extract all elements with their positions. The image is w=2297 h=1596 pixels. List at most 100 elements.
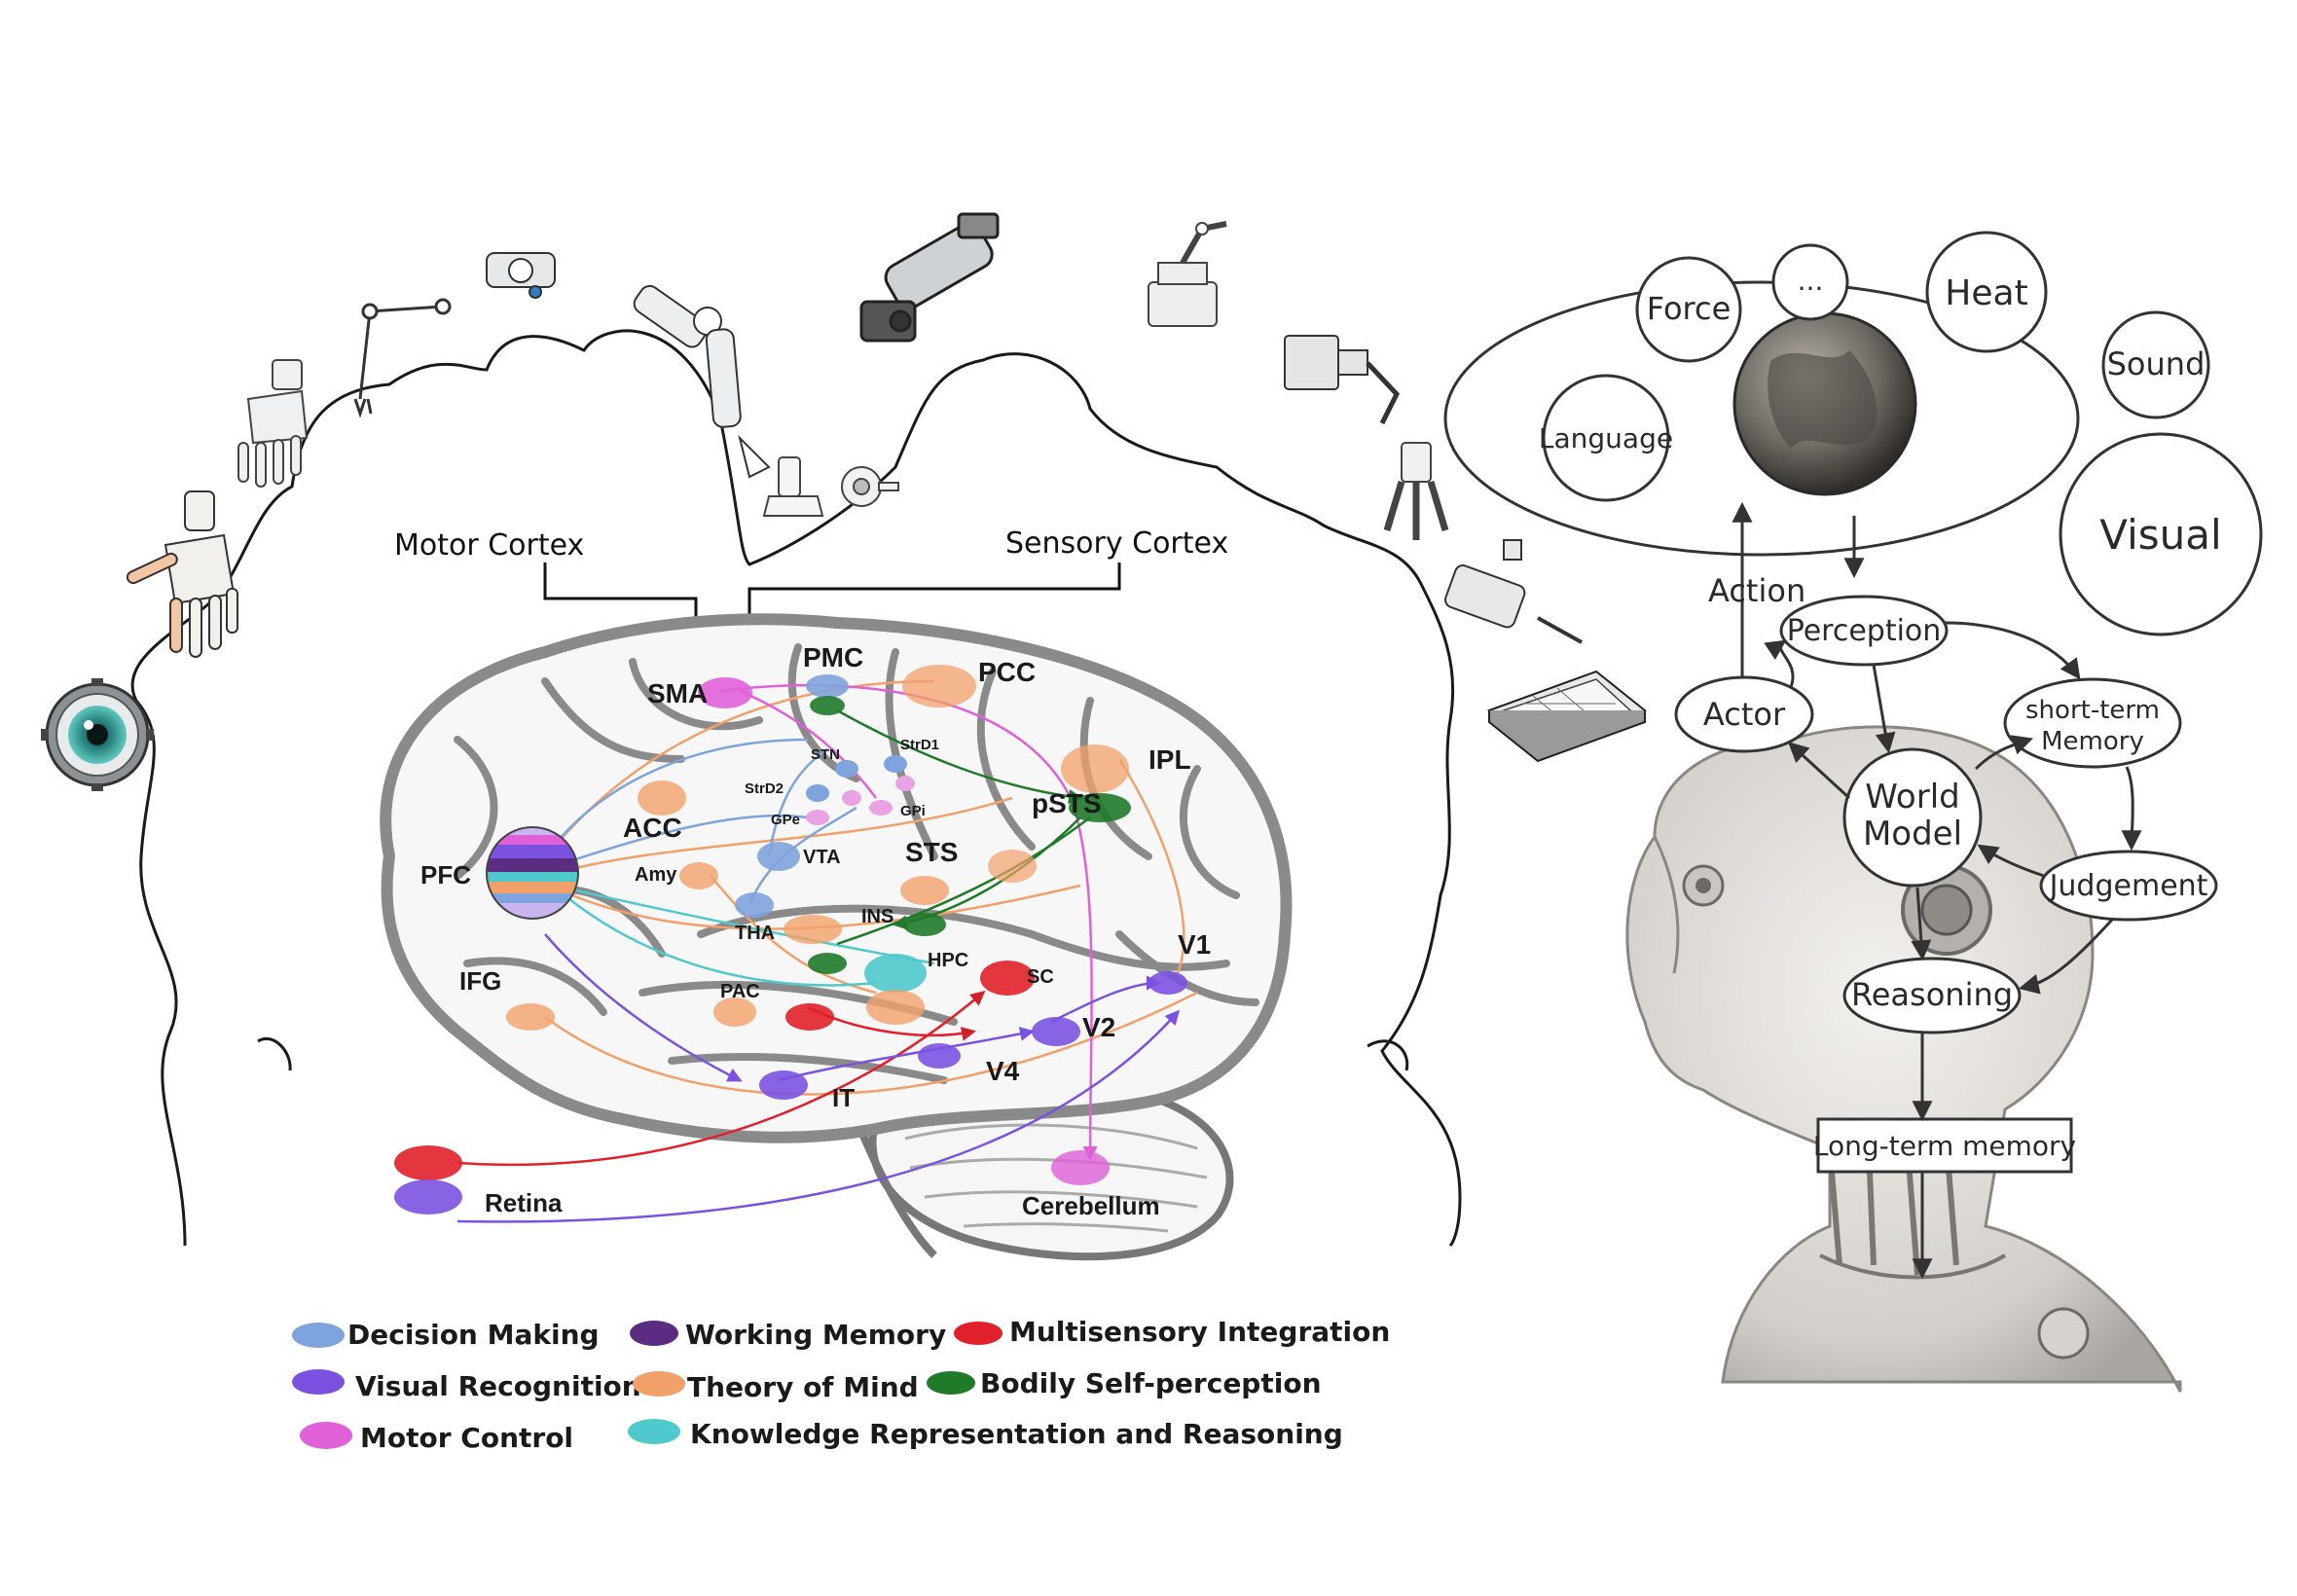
- region-label-amy: Amy: [635, 864, 677, 886]
- sense-force: Force: [1635, 256, 1742, 363]
- region-label-strd2: StrD2: [745, 780, 784, 797]
- robot-palm-icon: [237, 359, 309, 488]
- blob-ins-2: [808, 953, 847, 974]
- legend-item-knowledge-representation: Knowledge Representation and Reasoning: [628, 1418, 1343, 1450]
- legend-item-motor-control: Motor Control: [300, 1422, 573, 1454]
- sensor-chip-icon: [1486, 670, 1648, 763]
- region-label-cerebellum: Cerebellum: [1022, 1191, 1160, 1220]
- region-label-v2: V2: [1082, 1012, 1115, 1042]
- legend-label: Motor Control: [360, 1422, 573, 1454]
- arrow-perception-to-stm: [1944, 621, 2081, 680]
- sense-heat-label: Heat: [1945, 273, 2027, 313]
- node-judgement: Judgement: [2039, 850, 2218, 922]
- legend-item-working-memory: Working Memory: [630, 1319, 946, 1351]
- blob-ins: [903, 913, 946, 936]
- node-long-term-memory: Long-term memory: [1813, 1117, 2076, 1174]
- blob-retina-purple: [394, 1179, 462, 1215]
- legend-swatch: [927, 1371, 975, 1395]
- region-label-v1: V1: [1178, 929, 1211, 960]
- node-reasoning: Reasoning: [1842, 957, 2022, 1034]
- blob-mi: [785, 1003, 834, 1031]
- blob-v1: [1148, 971, 1187, 995]
- arrow-stm-to-judgement: [2121, 766, 2142, 852]
- node-world-model: World Model: [1842, 747, 1983, 888]
- region-label-it: IT: [832, 1083, 855, 1112]
- region-label-ipl: IPL: [1148, 744, 1191, 775]
- sense-force-label: Force: [1647, 290, 1732, 327]
- arrow-wm-to-actor: [1787, 742, 1851, 800]
- robot-leg-icon: [633, 284, 771, 479]
- blob-it: [759, 1070, 808, 1100]
- legend-swatch: [630, 1321, 678, 1346]
- blob-vta: [757, 842, 800, 871]
- region-label-gpi: GPi: [900, 803, 926, 819]
- conn-blue-3: [767, 747, 828, 857]
- motor-small-icon: [841, 466, 899, 507]
- region-label-hpc: HPC: [928, 950, 968, 971]
- blob-pcc: [902, 665, 976, 707]
- region-labels: SMA PMC PCC IPL ACC PFC Amy VTA STS pSTS…: [420, 642, 1211, 1220]
- sense-ellipsis: ...: [1771, 243, 1849, 321]
- conn-blue-2: [554, 814, 809, 868]
- blob-psts: [1069, 793, 1131, 822]
- region-label-pcc: PCC: [978, 657, 1036, 687]
- robot-hand-icon: [126, 490, 238, 658]
- region-label-sc: SC: [1027, 966, 1054, 988]
- short-term-memory-label-2: Memory: [2041, 727, 2144, 756]
- connection-paths: [456, 679, 1198, 1223]
- arrow-perception-to-wm: [1872, 664, 1896, 754]
- blob-hpc: [864, 954, 927, 993]
- conn-blue-1: [544, 738, 809, 857]
- legend-swatch: [954, 1322, 1003, 1345]
- blob-psts-or: [988, 850, 1037, 883]
- region-label-sts: STS: [905, 837, 958, 867]
- sense-language: Language: [1539, 374, 1673, 502]
- perception-label: Perception: [1787, 614, 1942, 648]
- motor-cortex-label: Motor Cortex: [394, 528, 584, 562]
- legend-swatch: [292, 1323, 345, 1348]
- legend-label: Knowledge Representation and Reasoning: [690, 1418, 1343, 1450]
- region-label-stn: STN: [811, 746, 840, 763]
- sense-visual-label: Visual: [2099, 511, 2221, 559]
- arrow-wm-to-stm: [1974, 735, 2033, 771]
- conn-purple-1: [544, 933, 743, 1082]
- region-label-retina: Retina: [485, 1188, 563, 1217]
- conn-purple-2: [778, 1026, 1035, 1082]
- legend-swatch: [292, 1369, 345, 1395]
- region-label-ins: INS: [861, 906, 893, 927]
- blob-amy: [679, 862, 718, 889]
- reasoning-label: Reasoning: [1851, 976, 2013, 1013]
- legend-label: Multisensory Integration: [1009, 1316, 1390, 1348]
- region-label-tha: THA: [735, 923, 775, 944]
- robot-arm-small-icon: [353, 298, 452, 418]
- legend-label: Decision Making: [347, 1319, 600, 1351]
- node-short-term-memory: short-term Memory: [2003, 677, 2182, 769]
- cognition-graph: Action Perception Actor short-term Memor…: [1674, 501, 2218, 1280]
- arrow-judgement-to-wm: [1977, 844, 2045, 878]
- long-term-memory-label: Long-term memory: [1813, 1130, 2076, 1162]
- globe-continents: [1768, 350, 1878, 448]
- blob-gpi: [869, 800, 893, 816]
- conn-orange-6: [1117, 758, 1185, 974]
- sense-language-label: Language: [1539, 422, 1673, 454]
- blob-ipl: [1061, 744, 1129, 793]
- blob-strd1: [884, 755, 907, 773]
- arrow-judgement-to-reasoning: [2018, 918, 2114, 995]
- sense-ellipsis-label: ...: [1798, 265, 1824, 297]
- blob-pmc: [806, 674, 849, 698]
- conn-red-2: [456, 991, 986, 1167]
- actor-label: Actor: [1703, 696, 1786, 733]
- blob-v2: [1032, 1017, 1080, 1046]
- region-label-vta: VTA: [803, 847, 841, 868]
- actuator-icon: [1444, 539, 1583, 644]
- conn-cyan-2: [564, 894, 877, 987]
- legend-item-bodily-self-perception: Bodily Self-perception: [927, 1367, 1322, 1399]
- blob-acc: [638, 780, 686, 816]
- brain: [380, 613, 1293, 1261]
- conn-green-1: [836, 708, 1083, 804]
- pfc-circle: [486, 826, 579, 920]
- servo-joint-icon: [1148, 221, 1227, 327]
- region-label-psts: pSTS: [1032, 788, 1102, 818]
- legend-swatch: [628, 1419, 680, 1444]
- world-orbit: [1443, 280, 2080, 557]
